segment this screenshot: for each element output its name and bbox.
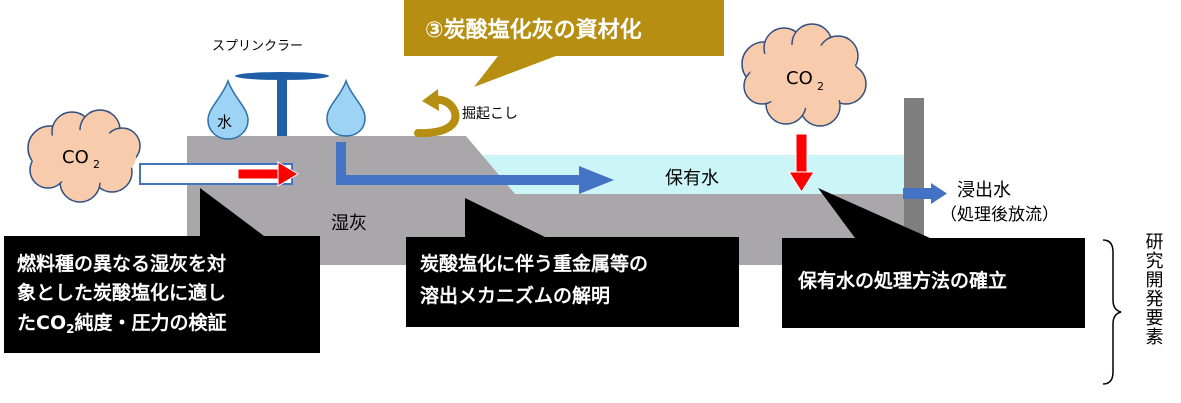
retained-water-layer	[482, 155, 905, 194]
title-banner: ③炭酸塩化灰の資材化	[404, 0, 724, 87]
callout-1-line-3c: 純度・圧力の検証	[74, 311, 226, 334]
co2-left-text: CO	[62, 147, 89, 168]
water-flow-arrow	[336, 142, 614, 194]
callout-1-line-3a: たCO	[17, 312, 66, 334]
wet-ash-label: 湿灰	[331, 213, 367, 234]
excavation-icon	[414, 89, 460, 138]
co2-left-subscript: 2	[93, 158, 100, 171]
leachate-label: 浸出水	[957, 180, 1011, 201]
leachate-sublabel: （処理後放流）	[940, 205, 1059, 225]
callout-box-3: 保有水の処理方法の確立	[782, 188, 1085, 328]
retained-water-label: 保有水	[665, 168, 719, 189]
callout-1-line-2: 象とした炭酸塩化に適し	[17, 281, 226, 304]
callout-2-line-1: 炭酸塩化に伴う重金属等の	[420, 252, 648, 275]
callout-1-subscript: 2	[66, 322, 74, 336]
co2-down-arrow	[788, 133, 815, 193]
callout-3-line-1: 保有水の処理方法の確立	[797, 269, 1007, 292]
wet-ash-body	[187, 136, 905, 265]
water-drop-label: 水	[217, 113, 232, 131]
callout-1-line-1: 燃料種の異なる湿灰を対	[17, 252, 226, 275]
callout-box-1: 燃料種の異なる湿灰を対 象とした炭酸塩化に適し たCO2純度・圧力の検証	[4, 188, 320, 353]
co2-cloud-left: CO 2	[27, 109, 141, 203]
water-drop-left: 水	[207, 78, 249, 140]
co2-right-subscript: 2	[817, 80, 824, 93]
co2-cloud-right: CO 2	[741, 23, 867, 127]
callout-box-2: 炭酸塩化に伴う重金属等の 溶出メカニズムの解明	[406, 198, 739, 327]
svg-text:たCO2純度・圧力の検証: たCO2純度・圧力の検証	[17, 311, 226, 336]
title-text: ③炭酸塩化灰の資材化	[425, 17, 642, 43]
callout-2-line-2: 溶出メカニズムの解明	[420, 284, 610, 307]
research-brace	[1102, 239, 1122, 385]
research-vertical-label: 研究開発要素	[1143, 232, 1164, 346]
excavation-label: 掘起こし	[462, 106, 518, 122]
co2-right-text: CO	[786, 68, 813, 89]
leachate-outflow-arrow	[903, 183, 947, 204]
water-drop-right	[326, 78, 366, 137]
sprinkler	[235, 72, 329, 136]
sprinkler-label: スプリンクラー	[212, 39, 303, 54]
wall	[904, 98, 924, 246]
co2-inject-arrow	[237, 161, 299, 187]
